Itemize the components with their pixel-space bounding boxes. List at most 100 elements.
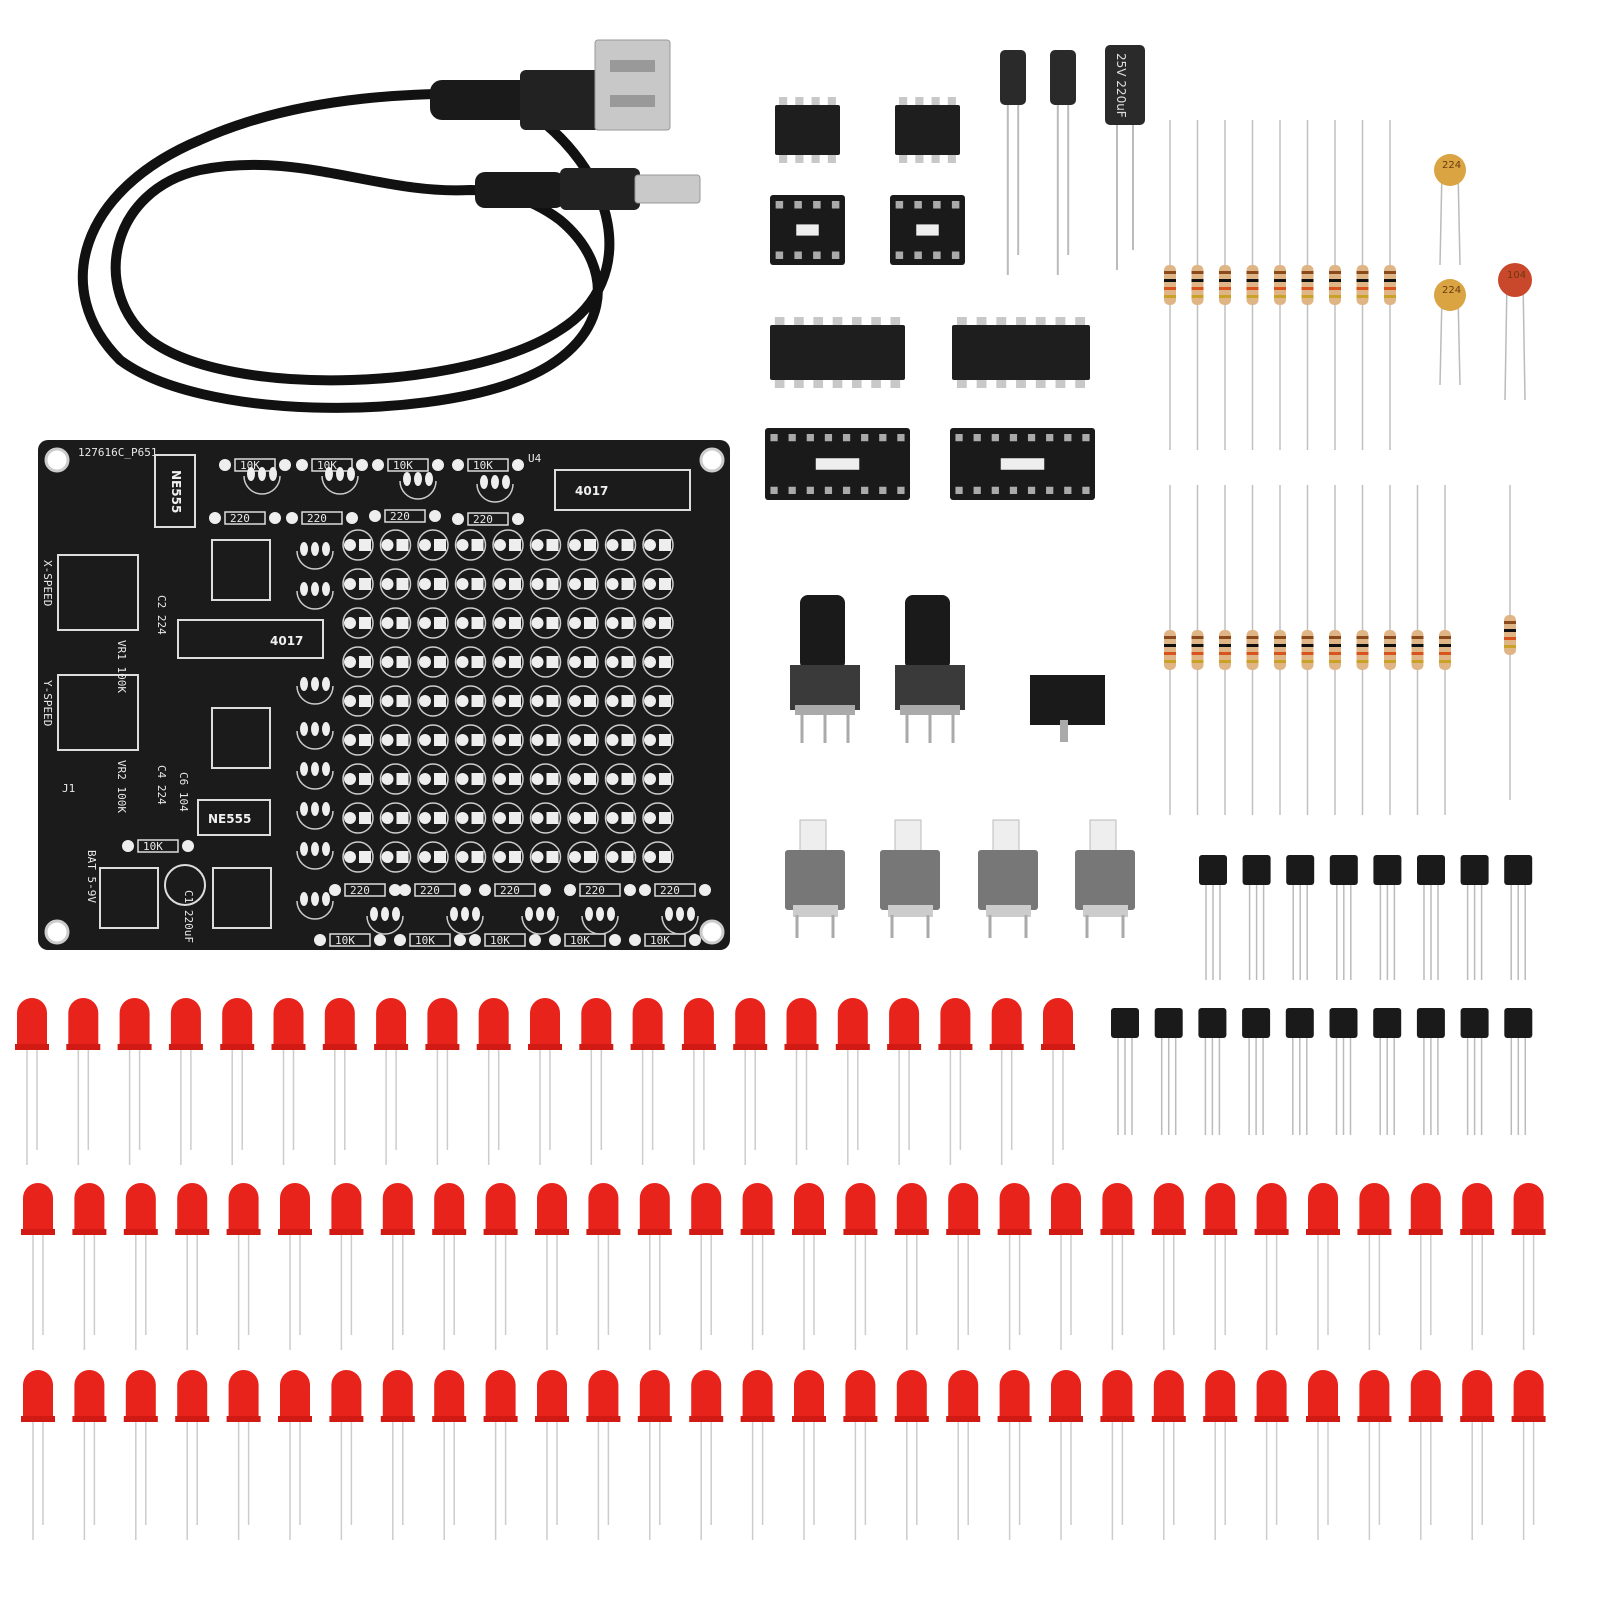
pcb-led-footprint [379, 607, 412, 639]
pcb-transistor-footprint [296, 762, 334, 790]
pcb-led-footprint [454, 841, 487, 873]
ic-socket-8pin [770, 195, 845, 265]
led [579, 998, 614, 1165]
resistor-band [1439, 652, 1451, 655]
led [528, 998, 562, 1165]
pcb-led-footprint [529, 802, 562, 834]
led [476, 998, 511, 1165]
led [586, 1370, 621, 1540]
pcb-led-footprint [604, 763, 637, 795]
led [1151, 1183, 1186, 1350]
pcb-resistor-footprint: 220 [399, 883, 471, 897]
pcb-led-footprint [454, 568, 487, 600]
pcb-x-speed: X-SPEED [41, 560, 54, 606]
resistor-band [1164, 636, 1176, 639]
ceramic-label: 104 [1507, 270, 1526, 281]
pcb-led-footprint [379, 646, 412, 678]
ic-socket-8pin [890, 195, 965, 265]
pcb-transistor-footprint [296, 722, 334, 750]
pcb-resistor-value: 10K [240, 459, 260, 472]
led [997, 1183, 1032, 1350]
pcb-led-footprint [642, 841, 674, 873]
ceramic-label: 224 [1442, 160, 1461, 171]
resistor-band [1504, 637, 1516, 640]
resistor-band [1356, 295, 1369, 298]
pcb-resistor-value: 220 [230, 512, 250, 525]
resistor-band [1384, 271, 1396, 274]
pcb-resistor-footprint: 10K [314, 933, 386, 947]
pcb-resistor-footprint: 10K [394, 933, 466, 947]
pcb-resistor-value: 10K [570, 934, 590, 947]
led [1357, 1370, 1392, 1540]
pcb-led-footprint [454, 607, 487, 639]
transistor [1329, 1008, 1358, 1135]
resistor-band [1384, 660, 1396, 663]
led [535, 1370, 569, 1540]
led [278, 1183, 312, 1350]
resistor-band [1504, 629, 1516, 632]
usb-a-plug [430, 39, 671, 131]
pcb-code: 127616C_P651 [78, 446, 157, 459]
resistor [1219, 485, 1231, 815]
ceramic-capacitor: 224 [1434, 279, 1466, 386]
pcb-led-footprint [529, 841, 562, 873]
resistor-band [1274, 287, 1286, 290]
led [1306, 1183, 1340, 1350]
resistor-band [1329, 279, 1341, 282]
pcb-transistor-footprint [446, 907, 484, 935]
pcb-led-footprint [342, 724, 374, 756]
pcb-c6: C6 104 [177, 772, 190, 812]
ceramic-label: 224 [1442, 285, 1461, 296]
led [792, 1370, 826, 1540]
pcb-transistor-footprint [661, 907, 699, 935]
ic-16pin [770, 317, 905, 388]
pcb-led-footprint [642, 646, 674, 678]
resistor-band [1384, 295, 1396, 298]
led [1254, 1370, 1289, 1540]
transistor [1329, 855, 1358, 980]
resistor-band [1301, 660, 1314, 663]
pcb-led-footprint [342, 568, 374, 600]
resistor-band [1219, 295, 1231, 298]
resistor-band [1246, 287, 1259, 290]
resistor-band [1384, 279, 1396, 282]
resistor [1329, 120, 1341, 450]
led [843, 1183, 878, 1350]
pcb-resistor-footprint: 10K [452, 458, 524, 472]
pcb-resistor-value: 220 [307, 512, 327, 525]
led [835, 998, 870, 1165]
pcb-resistor-value: 10K [335, 934, 355, 947]
push-switch [978, 819, 1038, 938]
resistor-band [1356, 652, 1369, 655]
transistor [1504, 1008, 1533, 1135]
led [1460, 1370, 1495, 1540]
pcb-transistor-footprint [243, 467, 281, 495]
pcb-resistor-footprint: 10K [122, 839, 194, 853]
pcb-y-speed: Y-SPEED [41, 680, 54, 726]
led [1203, 1370, 1238, 1540]
resistor-band [1329, 644, 1341, 647]
led [483, 1183, 518, 1350]
pcb-led-footprint [379, 568, 412, 600]
transistor [1373, 855, 1402, 980]
pcb-resistor-footprint: 10K [372, 458, 444, 472]
pcb-led-footprint [379, 763, 412, 795]
usb-cable [77, 39, 701, 413]
resistor-band [1191, 295, 1204, 298]
resistor-band [1191, 652, 1204, 655]
resistor-band [1219, 271, 1231, 274]
resistor-band [1329, 660, 1341, 663]
resistor [1439, 485, 1451, 815]
led [425, 998, 460, 1165]
transistor [1199, 855, 1227, 980]
pcb-transistor-footprint [296, 802, 334, 830]
push-switch [880, 819, 940, 938]
pcb-led-footprint [604, 841, 637, 873]
mounting-hole [699, 919, 725, 945]
pcb-led-footprint [567, 763, 599, 795]
dc-power-jack [1030, 675, 1105, 742]
resistor-band [1164, 660, 1176, 663]
pcb-transistor-footprint [521, 907, 559, 935]
led [894, 1370, 929, 1540]
led [432, 1370, 467, 1540]
